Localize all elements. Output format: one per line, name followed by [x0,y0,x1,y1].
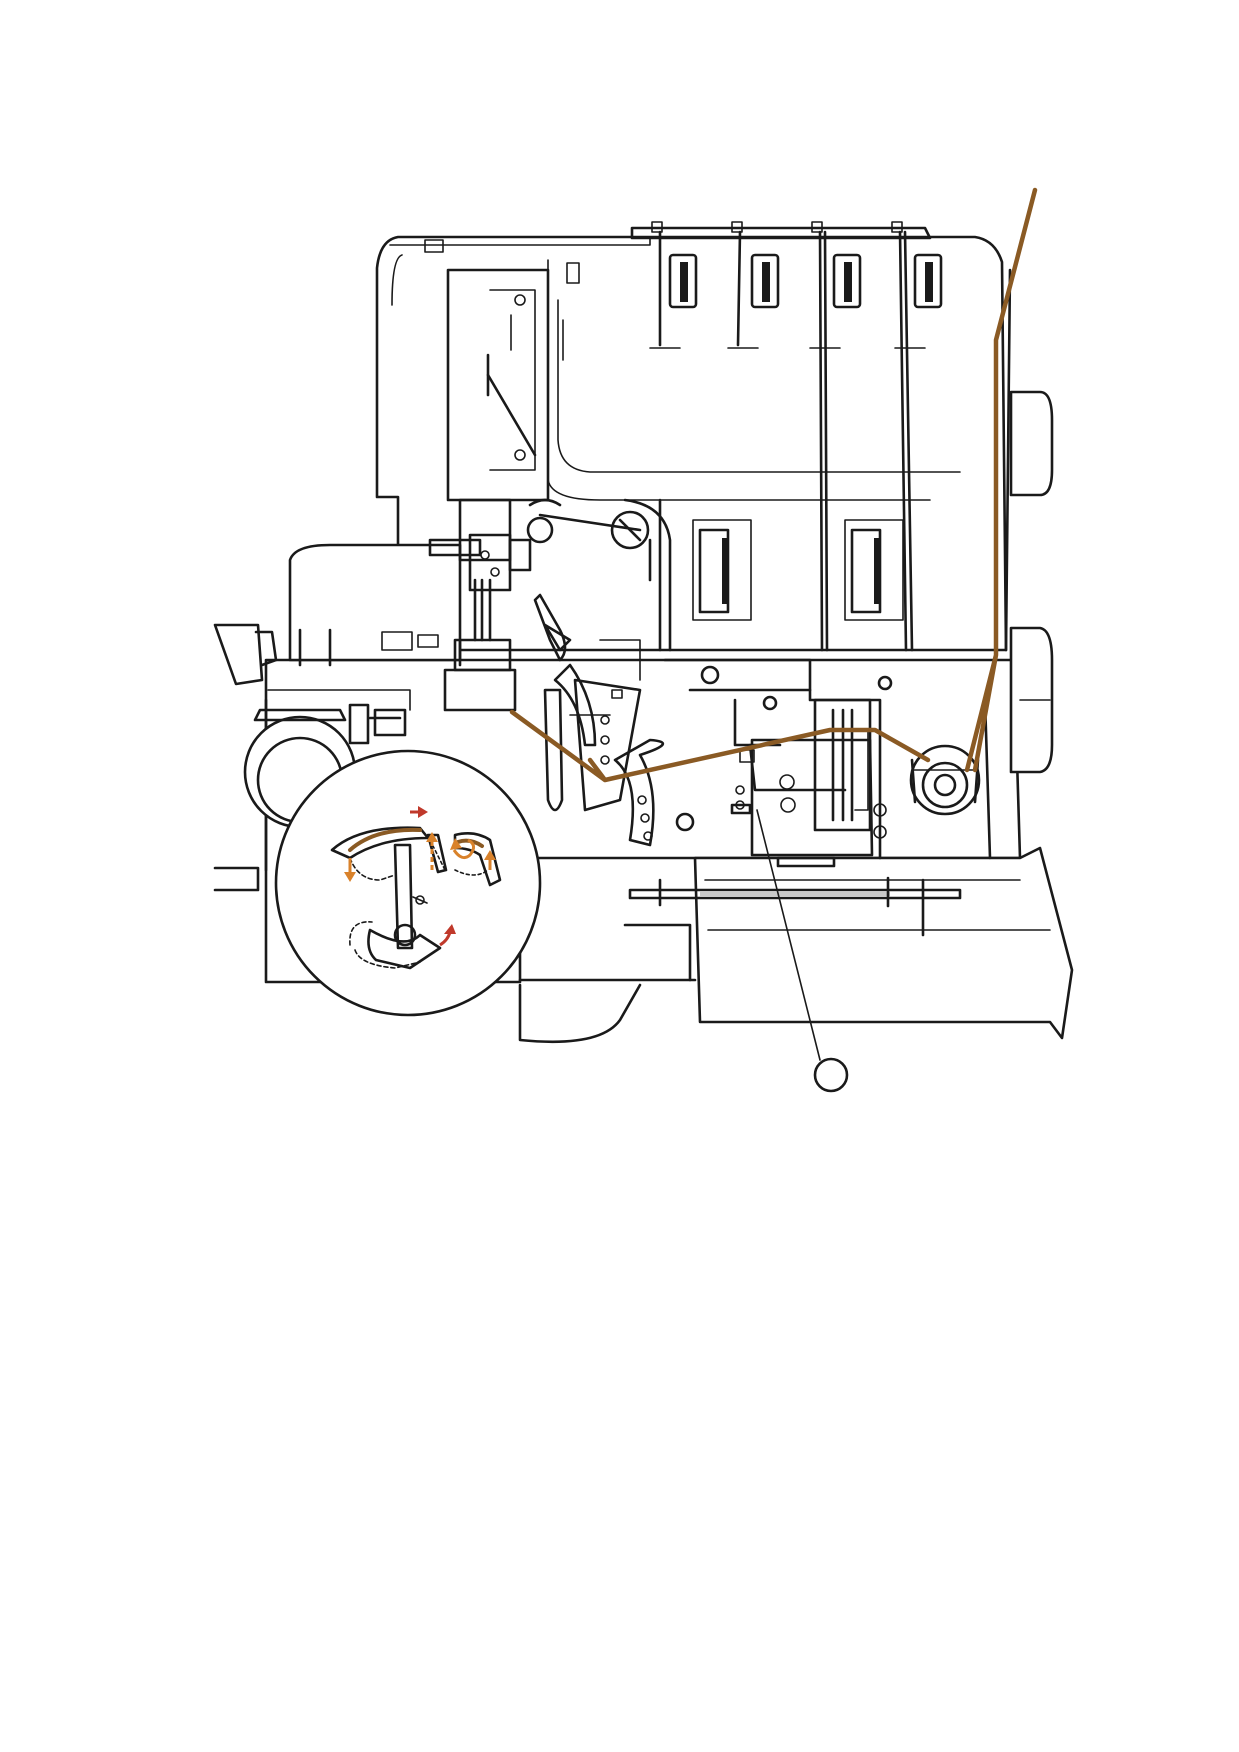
callout-marker [813,1057,849,1093]
callout-leader [756,809,821,1061]
zoom-inset [274,749,542,1017]
inset-arrows [344,806,496,947]
tension-dial-4 [894,230,943,652]
thread-path [509,187,1038,783]
tension-dial-1 [649,230,698,349]
tension-dial-3 [809,230,862,652]
feed-panel [663,658,992,868]
tension-dial-2 [727,230,780,349]
looper-area [543,639,695,847]
feed-windows [692,519,904,621]
tension-dials [630,221,943,652]
needle-assembly [428,498,652,712]
